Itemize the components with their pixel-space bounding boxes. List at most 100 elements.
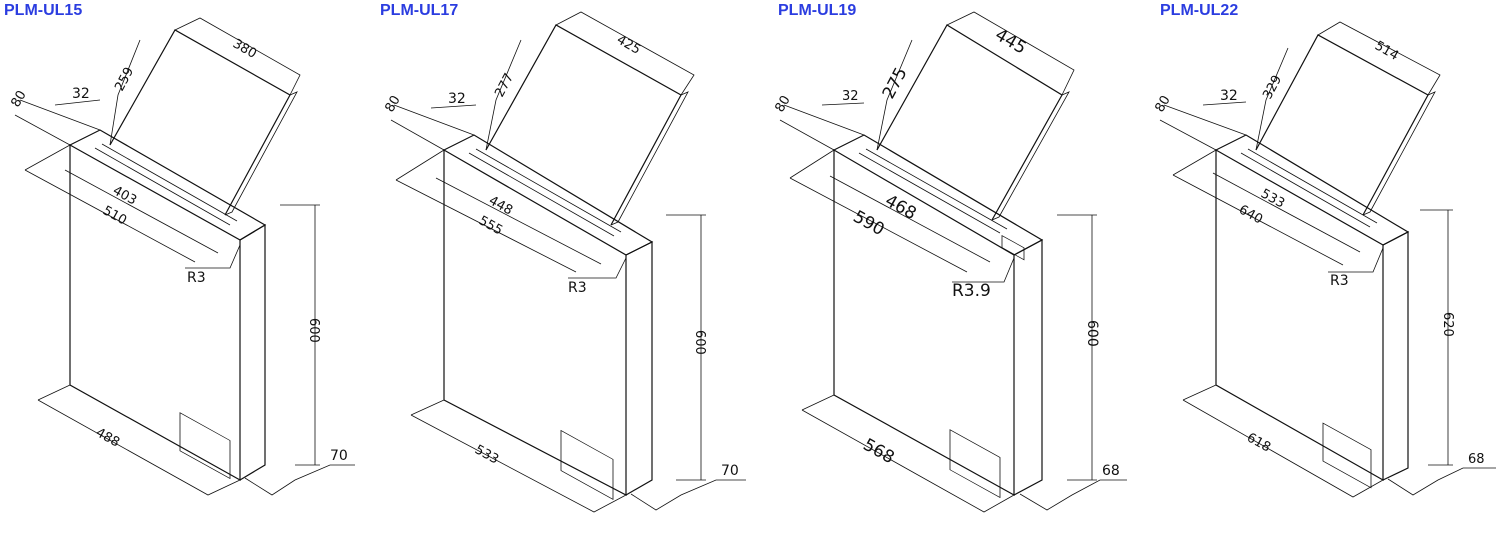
label-inner-width: 468 xyxy=(882,191,920,224)
dim-depth-line xyxy=(1019,479,1127,511)
label-outer-width: 555 xyxy=(476,213,505,238)
model-title: PLM-UL17 xyxy=(380,2,459,19)
dim-lid-lines xyxy=(1159,101,1247,151)
control-keypad xyxy=(1001,234,1025,261)
body-side-face xyxy=(625,241,653,496)
label-lid-gap: 32 xyxy=(72,86,90,102)
lid-slot xyxy=(94,143,238,226)
model-title: PLM-UL19 xyxy=(778,2,857,19)
body-side-face xyxy=(1013,238,1043,496)
label-bottom-width: 618 xyxy=(1244,430,1273,455)
screen-edge xyxy=(224,91,298,216)
dim-outer-width-line xyxy=(789,149,968,273)
dim-inner-width-line xyxy=(1212,172,1361,253)
label-screen-height: 259 xyxy=(112,65,137,94)
screen-edge xyxy=(991,91,1070,221)
screen-panel xyxy=(485,24,682,226)
label-screen-width: 425 xyxy=(614,32,643,57)
label-lid-gap: 32 xyxy=(842,89,859,104)
device-drawing: 445 275 80 32 468 590 R3.9 600 568 68 xyxy=(772,11,1127,513)
screen-panel xyxy=(876,24,1063,221)
body-side-face xyxy=(1382,231,1409,481)
body-top-face xyxy=(833,134,1044,256)
dim-radius-leader xyxy=(185,244,241,269)
dim-screen-width-line xyxy=(946,11,1075,96)
device-drawing: 514 329 80 32 533 640 R3 620 618 68 xyxy=(1152,21,1496,498)
model-panel-1: PLM-UL15 380 259 80 32 403 510 R3 600 48… xyxy=(0,0,376,533)
model-title: PLM-UL15 xyxy=(4,2,83,19)
dim-lid-lines xyxy=(390,104,477,151)
dim-outer-width-line xyxy=(395,149,577,273)
connector-panel xyxy=(949,429,1001,499)
label-screen-height: 329 xyxy=(1260,73,1285,102)
dim-bottom-width-line xyxy=(801,394,1015,513)
model-title: PLM-UL22 xyxy=(1160,2,1239,19)
screen-panel xyxy=(1255,34,1429,216)
label-lid-depth: 80 xyxy=(1152,93,1173,115)
dim-lid-lines xyxy=(779,102,865,151)
label-lid-depth: 80 xyxy=(382,93,403,115)
label-bottom-width: 533 xyxy=(472,442,501,467)
screen-edge xyxy=(1362,91,1436,216)
lid-slot xyxy=(858,148,1008,234)
dim-height-line xyxy=(1057,214,1097,481)
dim-screen-width-line xyxy=(1317,21,1441,96)
label-inner-width: 403 xyxy=(110,183,139,208)
dim-lid-lines xyxy=(14,99,101,146)
label-outer-width: 640 xyxy=(1236,202,1265,227)
dim-radius-leader xyxy=(1328,247,1384,273)
dim-inner-width-line xyxy=(435,177,602,265)
label-outer-width: 590 xyxy=(850,207,888,240)
dim-radius-leader xyxy=(952,257,1015,283)
dim-screen-width-line xyxy=(174,17,301,96)
dim-outer-width-line xyxy=(24,144,196,263)
dim-screen-height-line xyxy=(1255,47,1289,151)
label-screen-width: 514 xyxy=(1372,38,1401,63)
device-drawing: 380 259 80 32 403 510 R3 600 488 70 xyxy=(8,17,355,496)
screen-edge xyxy=(610,91,689,226)
label-screen-width: 380 xyxy=(230,36,259,61)
dim-outer-width-line xyxy=(1172,149,1344,266)
label-lid-depth: 80 xyxy=(772,93,793,115)
label-lid-gap: 32 xyxy=(448,91,466,107)
dim-bottom-width-line xyxy=(410,399,627,513)
label-radius: R3 xyxy=(187,270,206,286)
label-radius: R3 xyxy=(1330,273,1349,289)
label-height: 620 xyxy=(1440,312,1455,337)
label-lid-gap: 32 xyxy=(1220,88,1238,104)
lid-slot xyxy=(1240,148,1378,228)
label-height: 600 xyxy=(306,318,321,343)
body-side-face xyxy=(239,223,266,481)
label-bottom-width: 488 xyxy=(93,425,122,450)
dim-depth-line xyxy=(244,464,355,496)
model-panel-2: PLM-UL17 425 277 80 32 448 555 R3 600 53… xyxy=(376,0,752,533)
label-depth: 70 xyxy=(330,448,348,464)
label-inner-width: 448 xyxy=(486,193,515,218)
dim-height-line xyxy=(1420,209,1453,466)
label-inner-width: 533 xyxy=(1258,186,1287,211)
label-outer-width: 510 xyxy=(100,203,129,228)
connector-panel xyxy=(560,429,614,500)
dim-radius-leader xyxy=(568,257,627,279)
dim-bottom-width-line xyxy=(37,384,241,496)
label-height: 600 xyxy=(692,330,707,355)
dim-bottom-width-line xyxy=(1182,384,1384,498)
dim-depth-line xyxy=(1387,467,1496,496)
lid-slot xyxy=(468,148,622,237)
dim-inner-width-line xyxy=(829,175,991,263)
body-front-face xyxy=(1215,148,1384,482)
label-depth: 70 xyxy=(721,463,739,479)
body-front-face xyxy=(443,148,627,496)
label-lid-depth: 80 xyxy=(8,88,29,110)
dim-depth-line xyxy=(630,479,746,511)
screen-panel xyxy=(109,29,291,216)
label-depth: 68 xyxy=(1468,452,1485,467)
label-screen-height: 277 xyxy=(492,71,517,100)
model-panel-3: PLM-UL19 445 275 80 32 468 590 R3.9 600 … xyxy=(752,0,1128,533)
device-drawing: 425 277 80 32 448 555 R3 600 533 70 xyxy=(382,11,746,513)
dim-screen-width-line xyxy=(555,11,695,96)
model-panel-4: PLM-UL22 514 329 80 32 533 640 R3 620 61… xyxy=(1128,0,1504,533)
dim-height-line xyxy=(666,214,706,481)
dim-screen-height-line xyxy=(485,39,522,151)
dim-inner-width-line xyxy=(64,169,219,254)
